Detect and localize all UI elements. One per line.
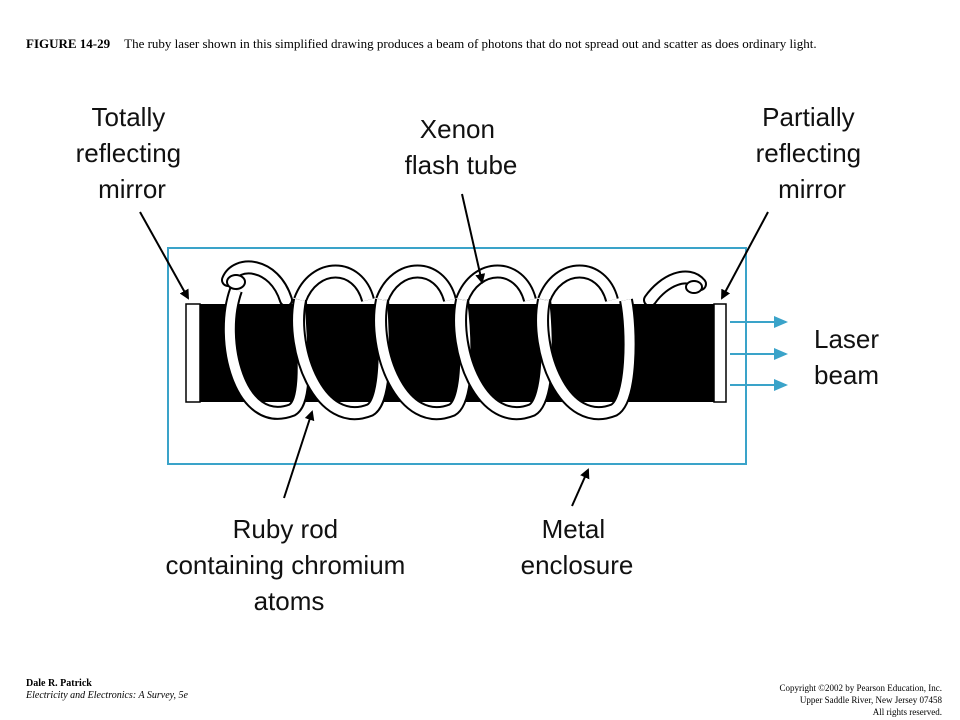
metal-enclosure [167,247,747,465]
caption-text: The ruby laser shown in this simplified … [124,36,817,51]
footer-author: Dale R. Patrick [26,678,92,689]
xenon-flash-tube-back [221,260,707,307]
footer-book-title: Electricity and Electronics: A Survey, 5… [26,690,188,701]
label-laser-beam: Laser beam [814,324,886,390]
pointer-arrow-ruby-rod [283,410,315,499]
figure-number: FIGURE 14-29 [26,36,111,51]
label-xenon-flash-tube: Xenon flash tube [405,114,518,180]
pointer-arrow-metal-enclosure [571,468,590,507]
figure-caption: FIGURE 14-29 The ruby laser shown in this… [26,34,936,53]
footer-copyright: Copyright ©2002 by Pearson Education, In… [779,682,942,718]
rights-line: All rights reserved. [872,707,942,717]
xenon-flash-tube-front [222,274,703,420]
copyright-line: Copyright ©2002 by Pearson Education, In… [779,683,942,693]
pointer-arrow-totally-reflecting [139,211,189,300]
label-ruby-rod: Ruby rod containing chromium atoms [165,514,412,616]
footer-credits: Dale R. Patrick Electricity and Electron… [26,678,188,702]
totally-reflecting-mirror [185,303,201,403]
label-partially-reflecting-mirror: Partially reflecting mirror [756,102,869,204]
label-metal-enclosure: Metal enclosure [521,514,634,580]
label-totally-reflecting-mirror: Totally reflecting mirror [76,102,189,204]
pointer-arrow-xenon [461,193,486,284]
publisher-address: Upper Saddle River, New Jersey 07458 [799,695,942,705]
pointer-arrow-partially-reflecting [721,211,769,300]
laser-beam-arrows [730,316,788,391]
partially-reflecting-mirror [713,303,727,403]
